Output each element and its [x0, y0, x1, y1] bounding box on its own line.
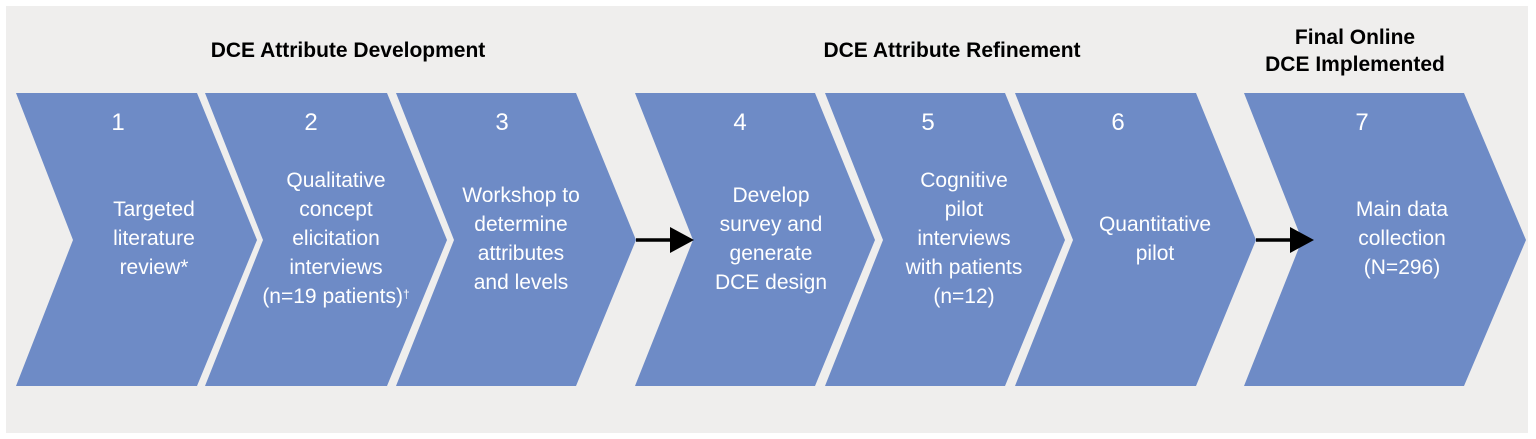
phase-title-final-line-1: Final Online	[1294, 26, 1416, 49]
step-7-line-3: (N=296)	[1363, 256, 1441, 279]
step-5-number: 5	[921, 109, 935, 136]
step-4-line-2: survey and	[719, 213, 823, 236]
step-4-text: Develop survey and generate DCE design	[686, 181, 856, 297]
phase-title-refinement: DCE Attribute Refinement	[823, 39, 1081, 62]
step-5-line-1: Cognitive	[920, 169, 1008, 192]
phase-title-final: Final Online DCE Implemented	[1230, 24, 1480, 78]
chevron-step-3	[396, 93, 636, 386]
step-1-line-1: Targeted	[113, 198, 195, 221]
step-5-line-2: pilot	[944, 198, 984, 221]
step-2-text: Qualitative concept elicitation intervie…	[251, 166, 421, 311]
step-3-number: 3	[495, 109, 509, 136]
step-3-line-1: Workshop to	[462, 184, 580, 207]
step-2-line-3: elicitation	[292, 227, 380, 250]
step-7-text: Main data collection (N=296)	[1317, 195, 1487, 282]
step-4-line-3: generate	[729, 242, 813, 265]
step-3-line-3: attributes	[477, 242, 565, 265]
step-1-line-2: literature	[113, 227, 195, 250]
phase-title-final-line-2: DCE Implemented	[1265, 53, 1445, 76]
arrow-head-6-to-7-icon	[1290, 227, 1314, 253]
step-1-line-3: review*	[119, 256, 189, 279]
step-2-footnote-mark: †	[403, 287, 410, 301]
step-2-line-5: (n=19 patients)†	[251, 282, 421, 311]
step-6-line-2: pilot	[1135, 242, 1175, 265]
chevron-step-5	[825, 93, 1065, 386]
step-5-line-4: with patients	[905, 256, 1023, 279]
chevron-step-4	[635, 93, 875, 386]
step-6-number: 6	[1111, 109, 1125, 136]
step-2-line-4: interviews	[289, 256, 383, 279]
step-1-text: Targeted literature review*	[69, 195, 239, 282]
chevron-step-1	[16, 93, 257, 386]
chevron-step-7	[1244, 93, 1526, 386]
chevron-step-6	[1015, 93, 1256, 386]
step-7-line-1: Main data	[1355, 198, 1449, 221]
phase-title-development: DCE Attribute Development	[210, 39, 486, 62]
step-2-number: 2	[304, 109, 318, 136]
step-2-line-5-text: (n=19 patients)	[262, 285, 403, 308]
step-4-line-4: DCE design	[714, 271, 828, 294]
step-3-line-4: and levels	[473, 271, 569, 294]
step-2-line-2: concept	[299, 198, 373, 221]
step-4-line-1: Develop	[732, 184, 810, 207]
arrow-head-3-to-4-icon	[670, 227, 694, 253]
step-2-line-1: Qualitative	[286, 169, 386, 192]
chevron-step-2	[205, 93, 447, 386]
step-7-line-2: collection	[1358, 227, 1446, 250]
step-5-text: Cognitive pilot interviews with patients…	[879, 166, 1049, 311]
step-5-line-3: interviews	[917, 227, 1011, 250]
step-5-line-5: (n=12)	[933, 285, 995, 308]
step-6-text: Quantitative pilot	[1070, 210, 1240, 268]
step-3-text: Workshop to determine attributes and lev…	[436, 181, 606, 297]
step-6-line-1: Quantitative	[1098, 213, 1212, 236]
step-3-line-2: determine	[474, 213, 568, 236]
step-4-number: 4	[733, 109, 747, 136]
step-1-number: 1	[111, 109, 125, 136]
step-7-number: 7	[1355, 109, 1369, 136]
